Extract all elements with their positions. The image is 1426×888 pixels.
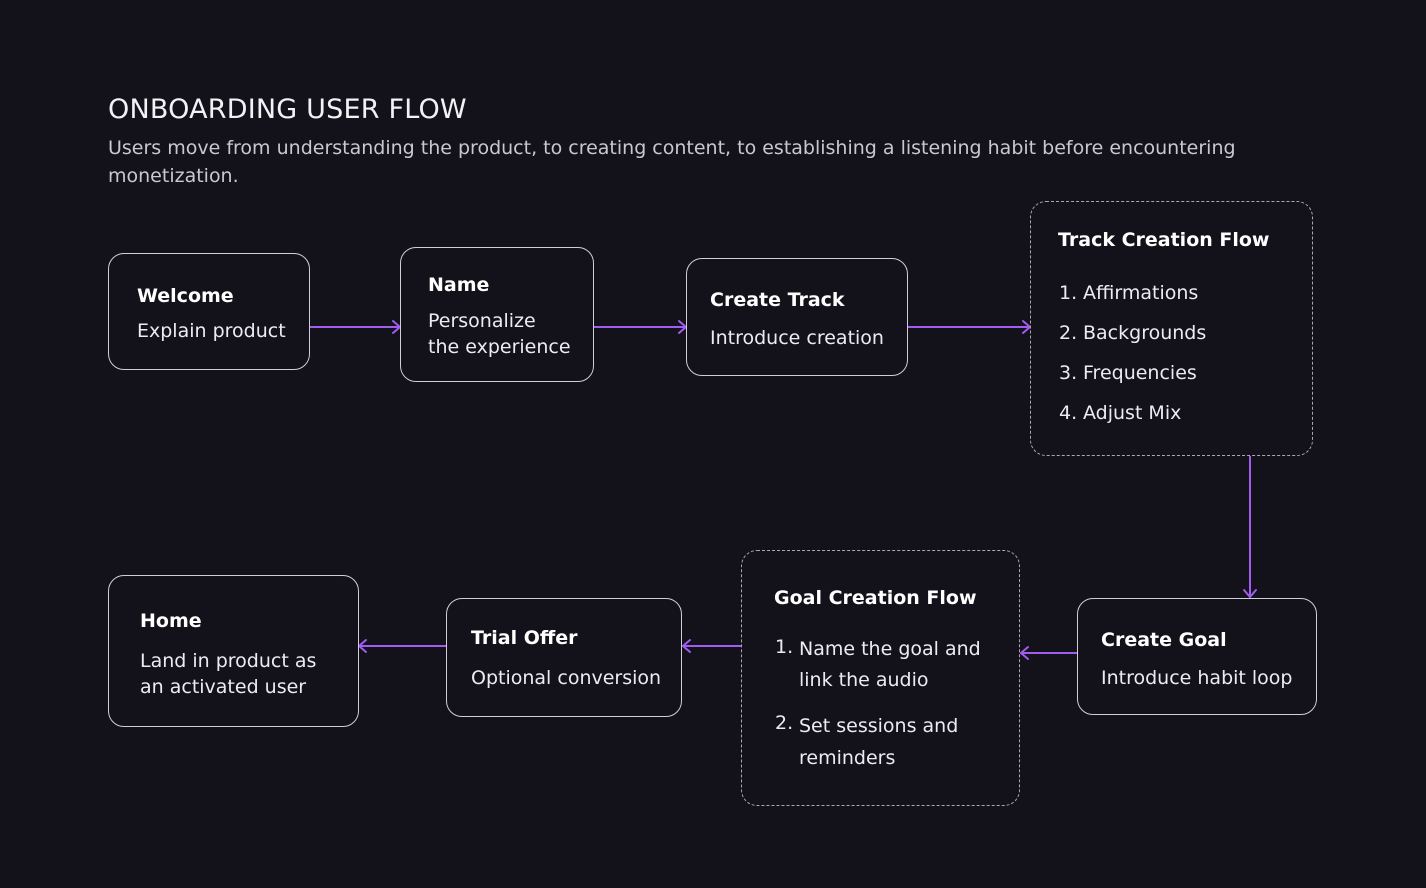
arrow-create-track-to-track-flow	[907, 320, 1031, 334]
step-label: Name the goal and link the audio	[799, 634, 981, 696]
description-line: Land in product as	[140, 650, 317, 672]
step-number: 4.	[1059, 402, 1078, 424]
node-description: Optional conversion	[471, 667, 662, 689]
arrow-welcome-to-name	[309, 320, 401, 334]
node-home: Home Land in product as an activated use…	[108, 575, 359, 727]
step-number: 2.	[1059, 322, 1078, 344]
arrow-trial-offer-to-home	[358, 639, 447, 653]
arrow-goal-flow-to-trial-offer	[682, 639, 742, 653]
node-title: Name	[428, 274, 490, 296]
node-description: Personalize the experience	[428, 308, 571, 360]
node-welcome: Welcome Explain product	[108, 253, 310, 370]
node-title: Track Creation Flow	[1058, 229, 1270, 251]
step-line: link the audio	[799, 669, 929, 691]
step-label: Set sessions and reminders	[799, 710, 958, 774]
node-create-track: Create Track Introduce creation	[686, 258, 908, 376]
node-description: Introduce habit loop	[1101, 667, 1293, 689]
step-number: 1.	[1059, 282, 1078, 304]
node-title: Home	[140, 610, 202, 632]
step-number: 2.	[775, 712, 794, 734]
step-line: Name the goal and	[799, 638, 981, 660]
node-create-goal: Create Goal Introduce habit loop	[1077, 598, 1317, 715]
node-goal-creation-flow: Goal Creation Flow 1. Name the goal and …	[741, 550, 1020, 806]
node-name: Name Personalize the experience	[400, 247, 594, 382]
step-label: Affirmations	[1083, 282, 1199, 304]
step-label: Adjust Mix	[1083, 402, 1182, 424]
page-title: ONBOARDING USER FLOW	[108, 94, 467, 125]
step-label: Frequencies	[1083, 362, 1197, 384]
description-line: an activated user	[140, 676, 307, 698]
step-number: 3.	[1059, 362, 1078, 384]
description-line: Personalize	[428, 310, 536, 332]
step-label: Backgrounds	[1083, 322, 1207, 344]
node-title: Create Goal	[1101, 629, 1227, 651]
node-track-creation-flow: Track Creation Flow 1. Affirmations 2. B…	[1030, 201, 1313, 456]
step-line: reminders	[799, 747, 896, 769]
node-description: Land in product as an activated user	[140, 648, 316, 700]
node-trial-offer: Trial Offer Optional conversion	[446, 598, 682, 717]
node-description: Explain product	[137, 320, 286, 342]
node-title: Trial Offer	[471, 627, 578, 649]
step-line: Set sessions and	[799, 715, 959, 737]
node-description: Introduce creation	[710, 327, 884, 349]
node-title: Goal Creation Flow	[774, 587, 977, 609]
description-line: the experience	[428, 336, 571, 358]
step-number: 1.	[775, 636, 794, 658]
arrow-track-flow-to-create-goal	[1243, 455, 1257, 598]
node-title: Welcome	[137, 285, 234, 307]
arrow-create-goal-to-goal-flow	[1020, 646, 1078, 660]
node-title: Create Track	[710, 289, 845, 311]
page-subtitle: Users move from understanding the produc…	[108, 137, 1236, 187]
arrow-name-to-create-track	[593, 320, 687, 334]
